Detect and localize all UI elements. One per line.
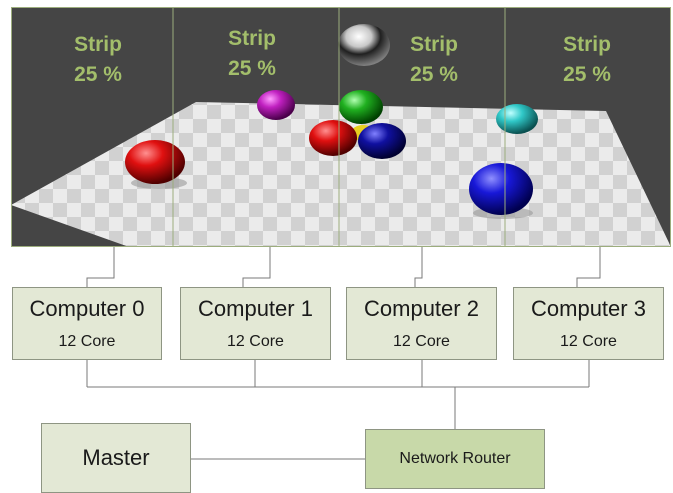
computer-name: Computer 3 — [531, 296, 646, 321]
strip-title: Strip — [74, 33, 122, 56]
strip-percent: 25 % — [563, 63, 611, 86]
computer-cores: 12 Core — [560, 333, 617, 350]
red-sphere — [125, 140, 185, 184]
computer-box-2: Computer 2 12 Core — [346, 287, 497, 360]
strip-percent: 25 % — [410, 63, 458, 86]
computer-name: Computer 1 — [198, 296, 313, 321]
red-sphere-center — [309, 120, 357, 156]
connector-strip-0 — [86, 247, 115, 287]
connector-strip-2 — [414, 247, 423, 287]
navy-sphere — [358, 123, 406, 159]
strip-percent: 25 % — [228, 57, 276, 80]
magenta-sphere — [257, 90, 295, 120]
computer-box-1: Computer 1 12 Core — [180, 287, 331, 360]
computer-name: Computer 2 — [364, 296, 479, 321]
strip-title: Strip — [410, 33, 458, 56]
computer-box-3: Computer 3 12 Core — [513, 287, 664, 360]
strip-percent: 25 % — [74, 63, 122, 86]
connector-strip-1 — [242, 247, 271, 287]
strip-label-1: Strip 25 % — [192, 24, 312, 84]
strip-label-3: Strip 25 % — [527, 30, 647, 90]
render-frame — [11, 7, 671, 247]
green-sphere — [339, 90, 383, 124]
blue-sphere — [469, 163, 533, 215]
master-box: Master — [41, 423, 191, 493]
computer-box-0: Computer 0 12 Core — [12, 287, 162, 360]
connector-strip-3 — [576, 247, 601, 287]
strip-label-0: Strip 25 % — [38, 30, 158, 90]
computer-cores: 12 Core — [58, 333, 116, 350]
router-label: Network Router — [399, 450, 511, 467]
cyan-sphere — [496, 104, 538, 134]
computer-cores: 12 Core — [227, 333, 284, 350]
rendered-scene — [11, 7, 671, 247]
strip-title: Strip — [228, 27, 276, 50]
master-label: Master — [82, 445, 150, 470]
network-router-box: Network Router — [365, 429, 545, 489]
computer-cores: 12 Core — [393, 333, 450, 350]
strip-title: Strip — [563, 33, 611, 56]
chrome-sphere — [338, 24, 390, 66]
computer-name: Computer 0 — [29, 296, 145, 321]
strip-label-2: Strip 25 % — [374, 30, 494, 90]
